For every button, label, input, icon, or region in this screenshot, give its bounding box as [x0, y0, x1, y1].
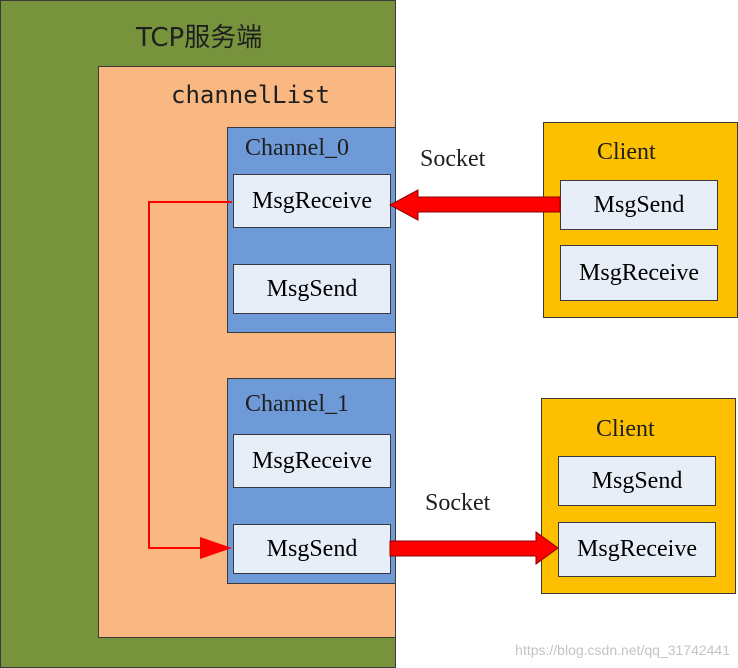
forward-line	[148, 201, 232, 549]
client-0-title: Client	[597, 139, 656, 165]
socket-arrow-in	[388, 189, 561, 221]
client-1-title: Client	[596, 416, 655, 442]
watermark: https://blog.csdn.net/qq_31742441	[515, 642, 730, 658]
channel-0-title: Channel_0	[245, 135, 349, 161]
server-title: TCP服务端	[136, 23, 263, 53]
channel-1-box: Channel_1 MsgReceive MsgSend	[227, 378, 396, 584]
channel-1-msg-send: MsgSend	[233, 524, 391, 574]
forward-arrowhead	[200, 537, 232, 559]
socket-arrow-out	[389, 531, 559, 565]
client-1-box: Client MsgSend MsgReceive	[541, 398, 736, 594]
channel-0-box: Channel_0 MsgReceive MsgSend	[227, 127, 396, 333]
client-1-msg-receive: MsgReceive	[558, 522, 716, 577]
channel-list-title: channelList	[171, 81, 330, 109]
client-0-box: Client MsgSend MsgReceive	[543, 122, 738, 318]
channel-0-msg-receive: MsgReceive	[233, 174, 391, 228]
client-0-msg-receive: MsgReceive	[560, 245, 718, 301]
client-1-msg-send: MsgSend	[558, 456, 716, 506]
socket-label-0: Socket	[420, 146, 486, 172]
channel-0-msg-send: MsgSend	[233, 264, 391, 314]
channel-1-title: Channel_1	[245, 391, 349, 417]
socket-label-1: Socket	[425, 490, 491, 516]
channel-1-msg-receive: MsgReceive	[233, 434, 391, 488]
